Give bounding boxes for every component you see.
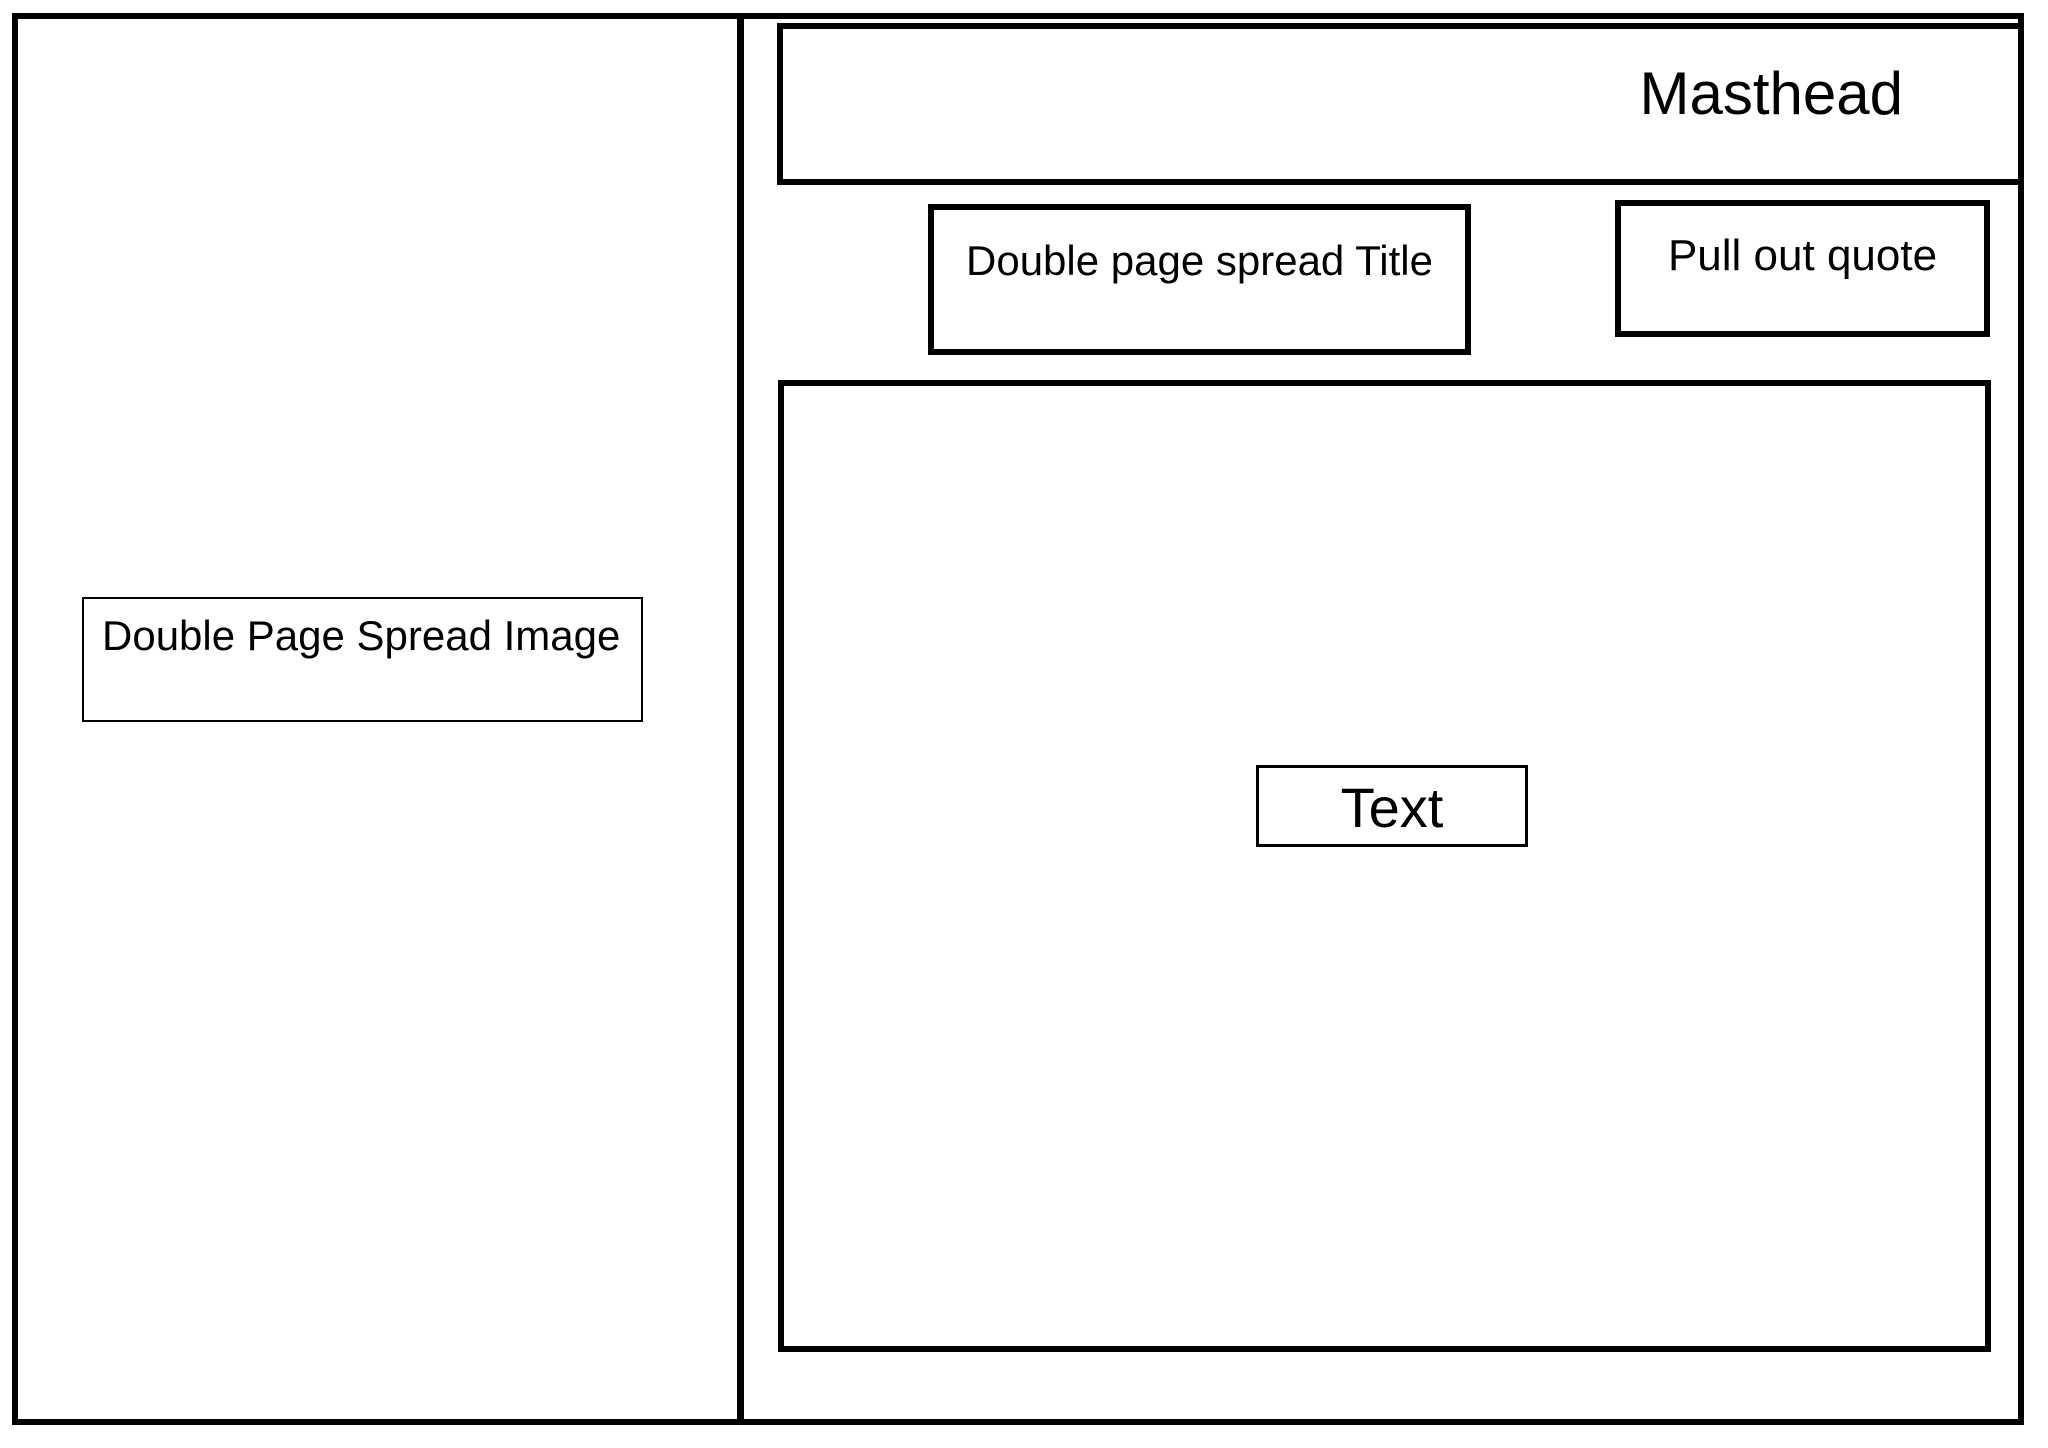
image-placeholder-box: Double Page Spread Image [82,597,643,722]
masthead-label: Masthead [1639,59,1904,127]
text-placeholder-box: Text [1256,765,1528,847]
title-label: Double page spread Title [966,237,1433,284]
text-placeholder-label: Text [1340,776,1444,839]
title-box: Double page spread Title [928,204,1471,355]
masthead-box: Masthead [777,23,2024,185]
spread-outer-frame [12,13,2024,1425]
body-content-box [778,380,1991,1352]
image-placeholder-label: Double Page Spread Image [102,612,621,659]
pull-quote-box: Pull out quote [1615,200,1990,337]
pull-quote-label: Pull out quote [1667,231,1938,280]
page-divider [737,13,744,1425]
